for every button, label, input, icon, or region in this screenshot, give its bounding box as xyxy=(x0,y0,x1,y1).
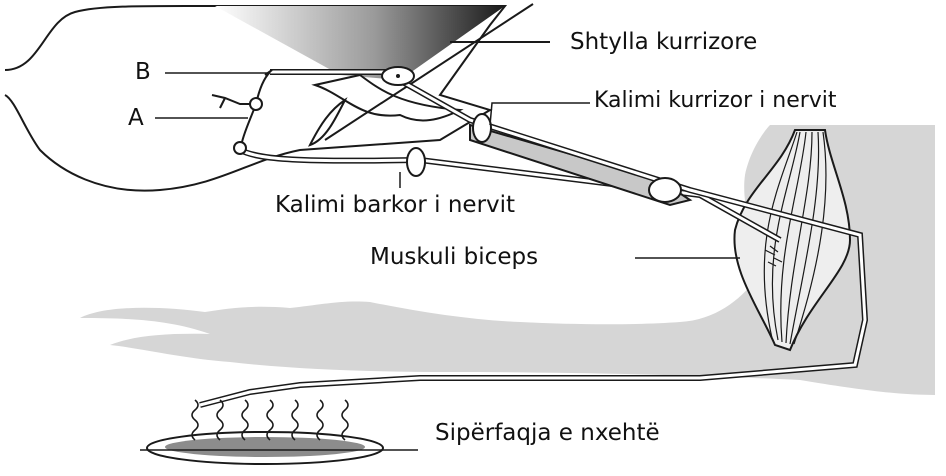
hot-surface-label: Sipërfaqja e nxehtë xyxy=(435,422,660,445)
dorsal-root-cross-section xyxy=(473,114,491,142)
letter-a-label: A xyxy=(128,107,144,130)
motor-neuron-body xyxy=(234,142,246,154)
spine-label: Shtylla kurrizore xyxy=(570,31,757,54)
ventral-root-label: Kalimi barkor i nervit xyxy=(275,194,515,217)
ventral-root-cross-section xyxy=(407,148,425,176)
dorsal-root-pointer xyxy=(490,103,590,125)
nerve-cross-section xyxy=(649,178,681,202)
letter-b-label: B xyxy=(135,61,151,84)
biceps-label: Muskuli biceps xyxy=(370,246,538,269)
interneuron-a-body xyxy=(250,98,262,110)
dorsal-root-label: Kalimi kurrizor i nervit xyxy=(594,90,837,112)
